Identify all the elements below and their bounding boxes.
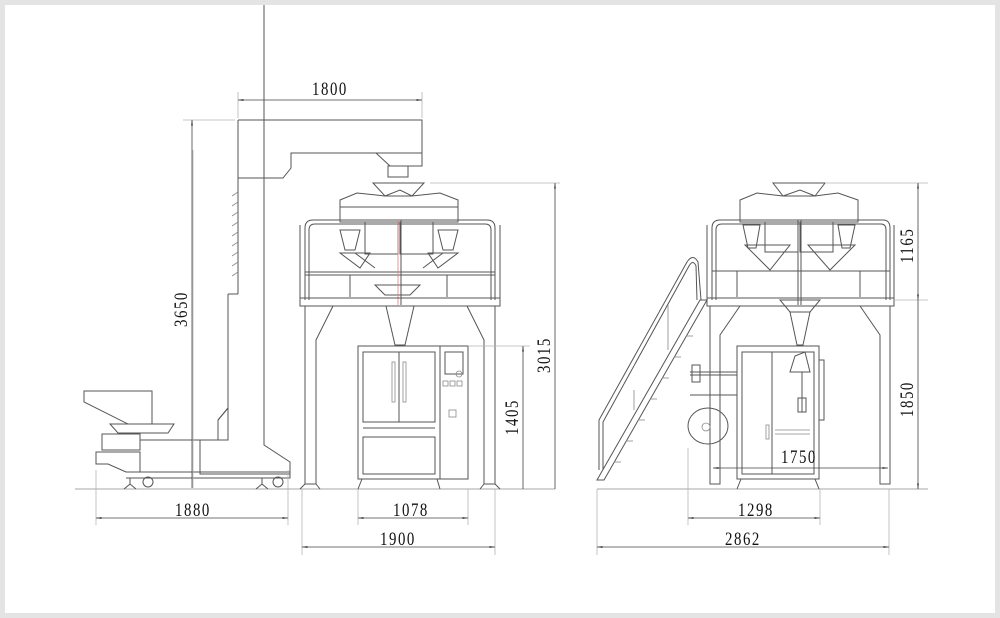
dim-elevator-top-width: 1800 xyxy=(312,79,348,100)
dim-overall-length: 2862 xyxy=(725,529,761,550)
front-weigher-platform xyxy=(299,182,501,490)
dim-weigher-height: 1165 xyxy=(897,227,918,263)
dim-platform-height: 3015 xyxy=(534,337,555,373)
dim-platform-width: 1900 xyxy=(380,529,416,550)
dim-packer-width: 1078 xyxy=(393,500,429,521)
technical-drawing xyxy=(75,5,928,555)
ladder xyxy=(596,299,708,481)
dimension-lines xyxy=(95,92,928,555)
drawing-sheet: 1800 3650 3015 1405 1880 1078 1900 1165 … xyxy=(5,5,995,613)
dim-elevator-height: 3650 xyxy=(171,291,192,327)
front-packing-machine xyxy=(357,345,469,490)
bucket-elevator xyxy=(83,5,423,490)
side-weigher-platform xyxy=(596,182,895,485)
dim-platform-depth: 1750 xyxy=(781,447,817,468)
side-packing-machine xyxy=(687,345,825,490)
dim-packer-height: 1405 xyxy=(502,399,523,435)
dim-platform-leg-height: 1850 xyxy=(897,381,918,417)
dim-elevator-base-length: 1880 xyxy=(175,500,211,521)
dim-packer-depth: 1298 xyxy=(738,500,774,521)
